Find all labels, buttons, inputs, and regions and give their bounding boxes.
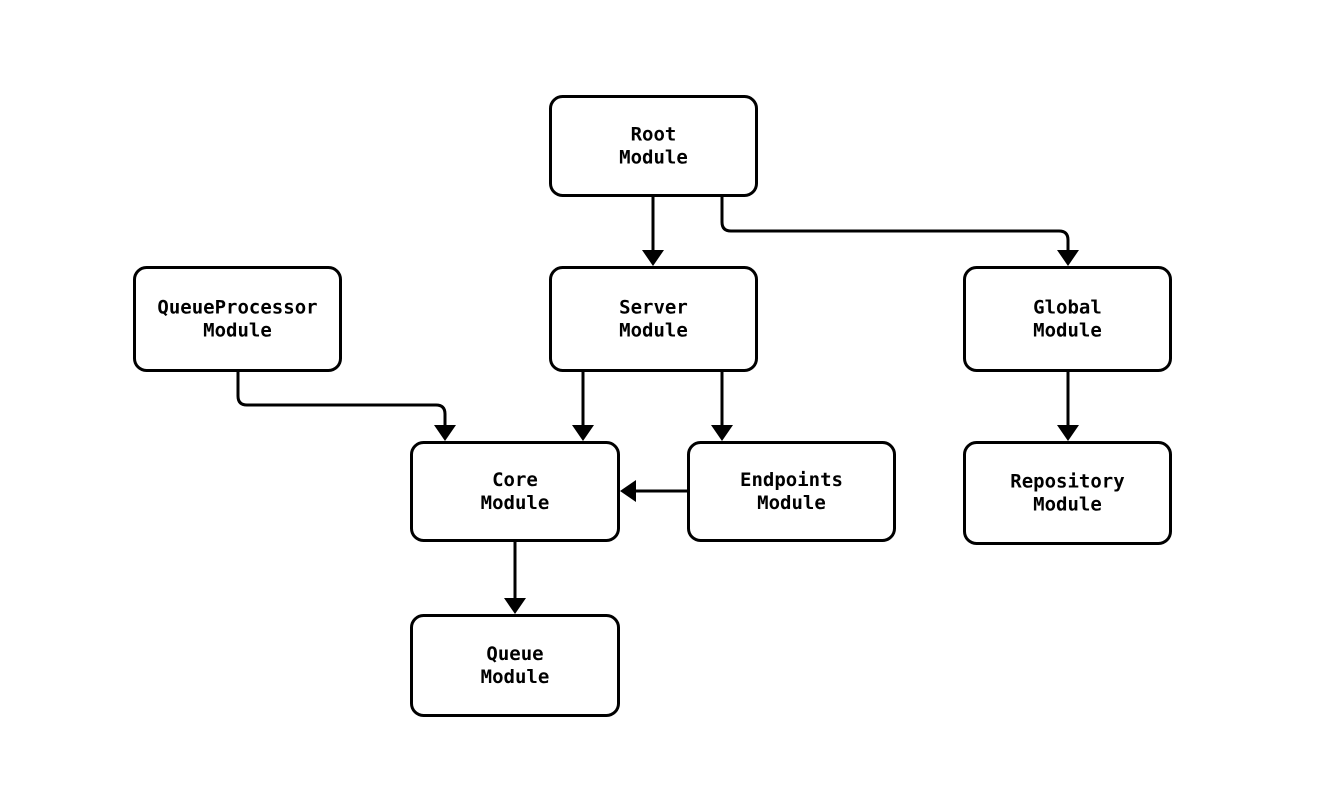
edge-root-to-server [642,197,664,266]
edge-server-to-core [572,372,594,441]
node-label-line1: Global [1033,297,1102,319]
arrowhead-icon [1057,425,1079,441]
arrowhead-icon [1057,250,1079,266]
node-rect[interactable] [410,614,620,717]
node-label-line1: QueueProcessor [157,297,317,319]
edge-line [720,197,1070,250]
node-label-line2: Module [203,320,272,342]
edge-global-to-repository [1057,372,1079,441]
arrowhead-icon [711,425,733,441]
node-label-line1: Repository [1010,471,1124,493]
node-rect[interactable] [549,266,758,372]
edge-queueprocessor-to-core [236,372,456,441]
node-label-line1: Server [619,297,688,319]
edge-endpoints-to-core [620,480,687,502]
node-label-line1: Core [492,469,538,491]
node-label-line2: Module [619,147,688,169]
node-rect[interactable] [687,441,896,542]
edges-layer [236,197,1079,614]
edge-core-to-queue [504,542,526,614]
node-rect[interactable] [963,266,1172,372]
arrowhead-icon [642,250,664,266]
node-label-line2: Module [1033,320,1102,342]
node-rect[interactable] [410,441,620,542]
arrowhead-icon [504,598,526,614]
nodes-layer: RootModuleQueueProcessorModuleServerModu… [133,95,1172,717]
node-label-line1: Endpoints [740,469,843,491]
node-label-line1: Queue [486,643,543,665]
edge-line [236,372,447,425]
node-rect[interactable] [549,95,758,197]
arrowhead-icon [620,480,636,502]
node-label-line2: Module [1033,494,1102,516]
node-label-line2: Module [481,492,550,514]
node-label-line2: Module [757,492,826,514]
edge-root-to-global [720,197,1079,266]
node-label-line2: Module [481,666,550,688]
arrowhead-icon [572,425,594,441]
edge-server-to-endpoints [711,372,733,441]
node-rect[interactable] [963,441,1172,545]
node-label-line2: Module [619,320,688,342]
node-rect[interactable] [133,266,342,372]
node-label-line1: Root [631,124,677,146]
arrowhead-icon [434,425,456,441]
